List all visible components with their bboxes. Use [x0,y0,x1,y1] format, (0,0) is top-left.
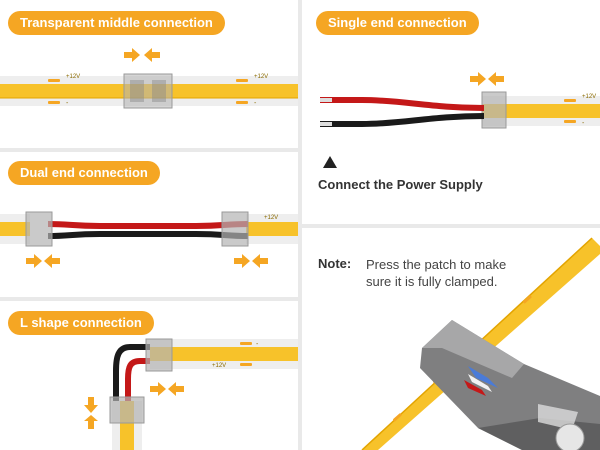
panel-note: Note: Press the patch to make sure it is… [302,228,600,450]
panel-dual-end: +12V Dual end connection [0,152,298,297]
panel-title-single-end: Single end connection [316,11,479,35]
panel-transparent-middle: +12V +12V - - Transparent middle connect… [0,0,298,148]
strip-plus-mark: +12V [212,363,227,369]
l-shape-illustration [109,338,298,450]
panel-single-end: +12V - Single end connection Connect the… [302,0,600,224]
arrow-icon [470,72,504,86]
power-supply-label: Connect the Power Supply [318,177,483,192]
triangle-up-icon [323,156,337,168]
strip-minus-mark: - [256,341,259,348]
panel-l-shape: - +12V L shape connection [0,301,298,450]
arrow-icon [124,48,160,62]
transparent-middle-illustration [0,73,298,109]
dual-end-illustration [0,211,298,247]
note-text-line-2: sure it is fully clamped. [366,274,498,289]
note-text-line-1: Press the patch to make [366,257,507,272]
arrow-icon [26,254,268,268]
clamp-illustration [361,237,600,450]
panel-title-dual-end: Dual end connection [8,161,160,185]
strip-plus-mark: +12V [264,215,279,221]
panel-title-l-shape: L shape connection [8,311,154,335]
panel-title-transparent-middle: Transparent middle connection [8,11,225,35]
strip-plus-mark: +12V [254,74,269,80]
strip-plus-mark: +12V [66,74,81,80]
strip-plus-mark: +12V [582,94,597,100]
note-label: Note: [318,256,352,271]
strip-minus-mark: - [66,100,69,107]
strip-minus-mark: - [254,100,257,107]
arrow-icon [84,382,184,429]
strip-minus-mark: - [582,120,585,127]
single-end-illustration [320,91,600,129]
